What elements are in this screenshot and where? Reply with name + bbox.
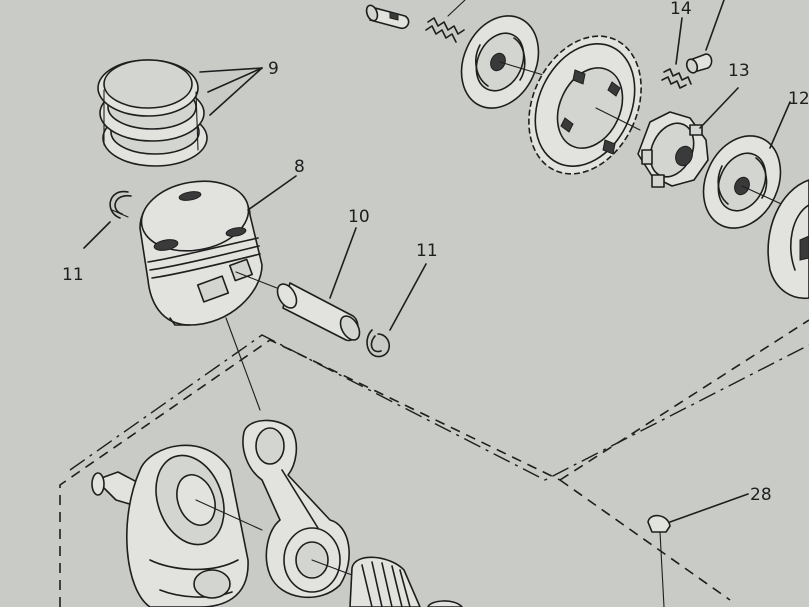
callout-28: 28 [669,485,772,523]
crankshaft [91,444,263,607]
small-pin [365,4,410,30]
callout-11-left: 11 [62,221,111,285]
callout-label-11-right: 11 [416,241,438,261]
callout-11-right: 11 [389,241,438,331]
callout-label-13: 13 [728,61,750,81]
drum-edge [767,179,809,299]
callout-8: 8 [247,157,305,211]
small-spring [425,0,466,43]
slotted-plate-right [702,135,791,229]
assembly-line-piston-rod [225,317,261,411]
callout-label-12: 12 [788,89,809,109]
piston [139,180,263,326]
needle-bearing [349,556,463,607]
woodruff-key [647,514,671,607]
assembly-boundary [59,319,809,607]
callout-14: 14 [670,0,725,65]
callout-13: 13 [699,61,750,129]
callout-label-10: 10 [348,207,370,227]
spring-and-pin [661,53,713,89]
slotted-plate-top [460,15,561,109]
circlip-left [109,190,132,219]
hub [637,111,709,188]
callout-label-28: 28 [750,485,772,505]
callout-9: 9 [199,59,279,116]
gear [528,35,642,175]
callout-label-14: 14 [670,0,692,19]
piston-rings [97,59,208,167]
circlip-right [366,329,390,358]
callout-label-8: 8 [294,157,305,177]
connecting-rod [242,419,361,599]
callout-label-9: 9 [268,59,279,79]
callout-10: 10 [329,207,370,299]
piston-pin [235,271,361,342]
callout-12: 12 [769,89,809,149]
callout-label-11-left: 11 [62,265,84,285]
